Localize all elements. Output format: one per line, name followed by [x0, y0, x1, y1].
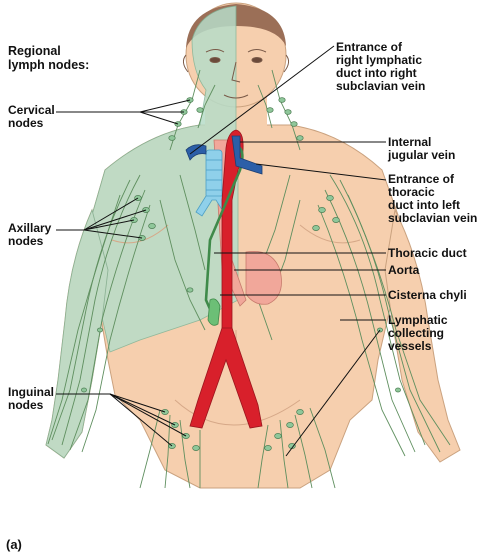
aorta — [189, 129, 263, 429]
right-lymphatic-duct-entrance-label: Entrance of right lymphatic duct into ri… — [336, 40, 426, 93]
face-features — [182, 49, 290, 99]
lymphatic-vessels-leader-2 — [285, 329, 381, 457]
body-contours — [111, 224, 361, 426]
cisterna-chyli-label: Cisterna chyli — [388, 288, 467, 302]
thoracic-duct-entrance-label: Entrance of thoracic duct into left subc… — [388, 172, 478, 225]
regional-lymph-nodes-heading: Regional lymph nodes: — [8, 44, 90, 72]
thoracic-duct-entrance-leader — [255, 163, 387, 181]
inguinal-nodes-label: Inguinal nodes — [8, 385, 54, 412]
aorta-label: Aorta — [388, 263, 420, 277]
axillary-nodes-label: Axillary nodes — [8, 221, 52, 248]
stomach — [245, 251, 282, 305]
lymphatic-collecting-vessels-label: Lymphatic collecting vessels — [388, 313, 448, 353]
subclavian-and-jugular-veins — [185, 135, 263, 175]
cisterna-chyli-shape — [207, 298, 221, 326]
right-lymphatic-duct-leader — [189, 45, 335, 155]
panel-label: (a) — [6, 537, 22, 552]
thoracic-duct-label: Thoracic duct — [388, 246, 467, 260]
cervical-nodes-label: Cervical nodes — [8, 103, 55, 130]
right-arm-skin — [384, 208, 461, 463]
internal-jugular-vein-label: Internal jugular vein — [388, 135, 456, 162]
